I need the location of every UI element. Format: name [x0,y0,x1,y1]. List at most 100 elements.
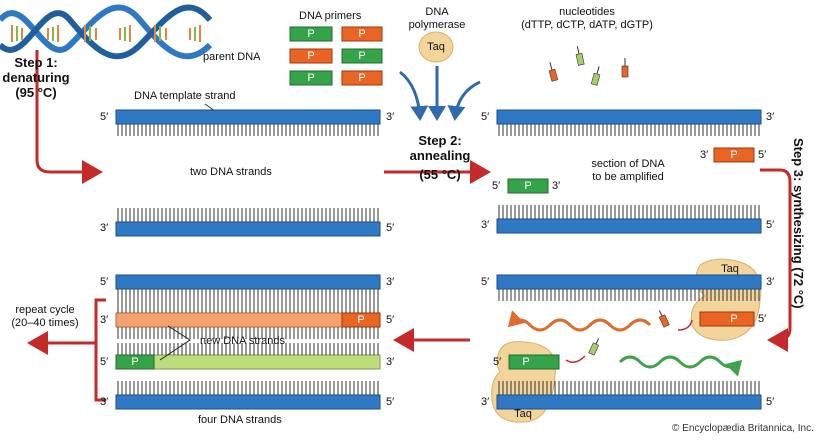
end-p2-gprimer-left: 5′ [492,180,501,192]
end-p1-bot-right: 5′ [386,222,395,234]
nucleotide-incoming-green [588,338,600,356]
end-p2-top-right: 3′ [766,111,775,123]
ticks-4-p4 [117,381,379,395]
primer-p-p4b: P [131,356,139,368]
new-green-strand-p4 [115,354,381,370]
two-strands-label: two DNA strands [190,166,272,178]
step1-arrow [35,50,103,184]
ticks-mid-p4 [117,289,379,355]
end-p2-top-left: 5′ [481,111,490,123]
step1-label: Step 1: denaturing (95 °C) [0,55,72,100]
section-label: section of DNA to be amplified [578,158,678,184]
end-p2-gprimer-right: 3′ [552,180,561,192]
strand-bottom-p1 [115,221,381,237]
step2-name: annealing [409,148,471,163]
ticks-bottom-p3 [498,381,760,395]
end-p4-3-right: 3′ [386,356,395,368]
repeat-line1: repeat cycle [15,304,75,316]
new-orange-strand-p4 [115,312,381,328]
copyright: © Encyclopædia Britannica, Inc. [672,423,814,434]
repeat-label: repeat cycle (20–40 times) [0,304,90,330]
four-strands-label: four DNA strands [198,414,282,426]
step2-temp: (55 °C) [419,167,461,182]
primer-p-3: P [307,50,315,62]
taq-bottom-label: Taq [514,408,532,420]
strand-top-p2 [496,109,762,125]
repeat-bracket [94,298,106,402]
end-p4-1-left: 5′ [100,276,109,288]
strand-1-p4 [115,274,381,290]
new-strands-pointer [159,325,191,361]
ticks-top-p3 [498,289,760,301]
end-p2-bot-right: 5′ [766,219,775,231]
end-p3-top-left: 5′ [481,276,490,288]
section-line1: section of DNA [591,158,665,170]
end-p3-top-right: 3′ [766,276,775,288]
parent-dna-helix [0,4,213,60]
primer-p-6: P [358,72,366,84]
step2-title: Step 2: [418,133,462,148]
nucleotides-label: nucleotides (dTTP, dCTP, dATP, dGTP) [507,6,667,32]
primer-p-p3b: P [522,356,530,368]
strand-bottom-p3 [496,394,762,410]
step1-title: Step 1: [14,55,58,70]
parent-dna-label: parent DNA [203,51,261,63]
nucleotide-curl-arrow [677,319,693,331]
primer-green-p4 [115,354,155,370]
end-p1-bot-left: 3′ [100,222,109,234]
end-p2-primer-right: 5′ [758,149,767,161]
nucleotides-line1: nucleotides [559,6,615,18]
nucleotide-incoming-orange [658,310,670,328]
taq-top-label: Taq [721,263,739,275]
ticks-bottom-p2 [498,205,760,219]
strand-top-p1 [115,109,381,125]
strand-bottom-p2 [496,218,762,234]
nucleotides [548,46,629,86]
step3-label: Step 3: synthesizing (72 °C) [791,138,806,309]
primer-p-2: P [358,28,366,40]
step2-label: Step 2: annealing (55 °C) [395,133,485,182]
new-strands-label: new DNA strands [200,335,285,347]
end-p3-new-right: 5′ [758,313,767,325]
taq-label: Taq [427,41,445,53]
end-p4-3-left: 5′ [100,356,109,368]
repeat-line2: (20–40 times) [11,317,79,329]
primer-set [289,26,383,86]
primer-p-5: P [307,72,315,84]
end-p4-2-right: 5′ [386,314,395,326]
primer-p-1: P [307,28,315,40]
end-p4-4-left: 3′ [100,396,109,408]
nucleotides-line2: (dTTP, dCTP, dATP, dGTP) [521,19,653,31]
new-strand-top-p3 [699,311,755,327]
primer-orange-p2 [713,147,755,163]
ticks-bottom-p1 [117,208,379,222]
strand-top-p3 [496,274,762,290]
strand-4-p4 [115,394,381,410]
primer-green-p2 [507,178,549,194]
nucleotide-curl-arrow-2 [565,355,586,363]
end-p4-2-left: 3′ [100,314,109,326]
end-p2-bot-left: 3′ [481,219,490,231]
step1-temp: (95 °C) [15,85,57,100]
polymerase-line1: DNA [425,6,449,18]
primer-p-p2a: P [730,149,738,161]
green-wave-arrow [618,355,743,377]
polymerase-line2: polymerase [408,19,466,31]
end-p3-green-left: 5′ [493,356,502,368]
ticks-1-p4 [117,289,379,301]
ticks-top-p2 [498,124,760,136]
taq-enzyme [418,31,454,63]
orange-wave-arrow [507,310,652,332]
end-p3-bot-right: 5′ [766,396,775,408]
primer-arrow-left [399,70,429,121]
primer-p-p3a: P [730,313,738,325]
end-p4-1-right: 3′ [386,276,395,288]
primer-p-p4a: P [357,314,365,326]
end-p4-4-right: 5′ [386,396,395,408]
template-strand-label: DNA template strand [134,90,236,102]
end-p3-bot-left: 3′ [481,396,490,408]
step1-name: denaturing [2,70,70,85]
nucleotide-arrow [447,80,481,121]
section-line2: to be amplified [592,171,664,183]
end-p1-top-left: 5′ [100,111,109,123]
